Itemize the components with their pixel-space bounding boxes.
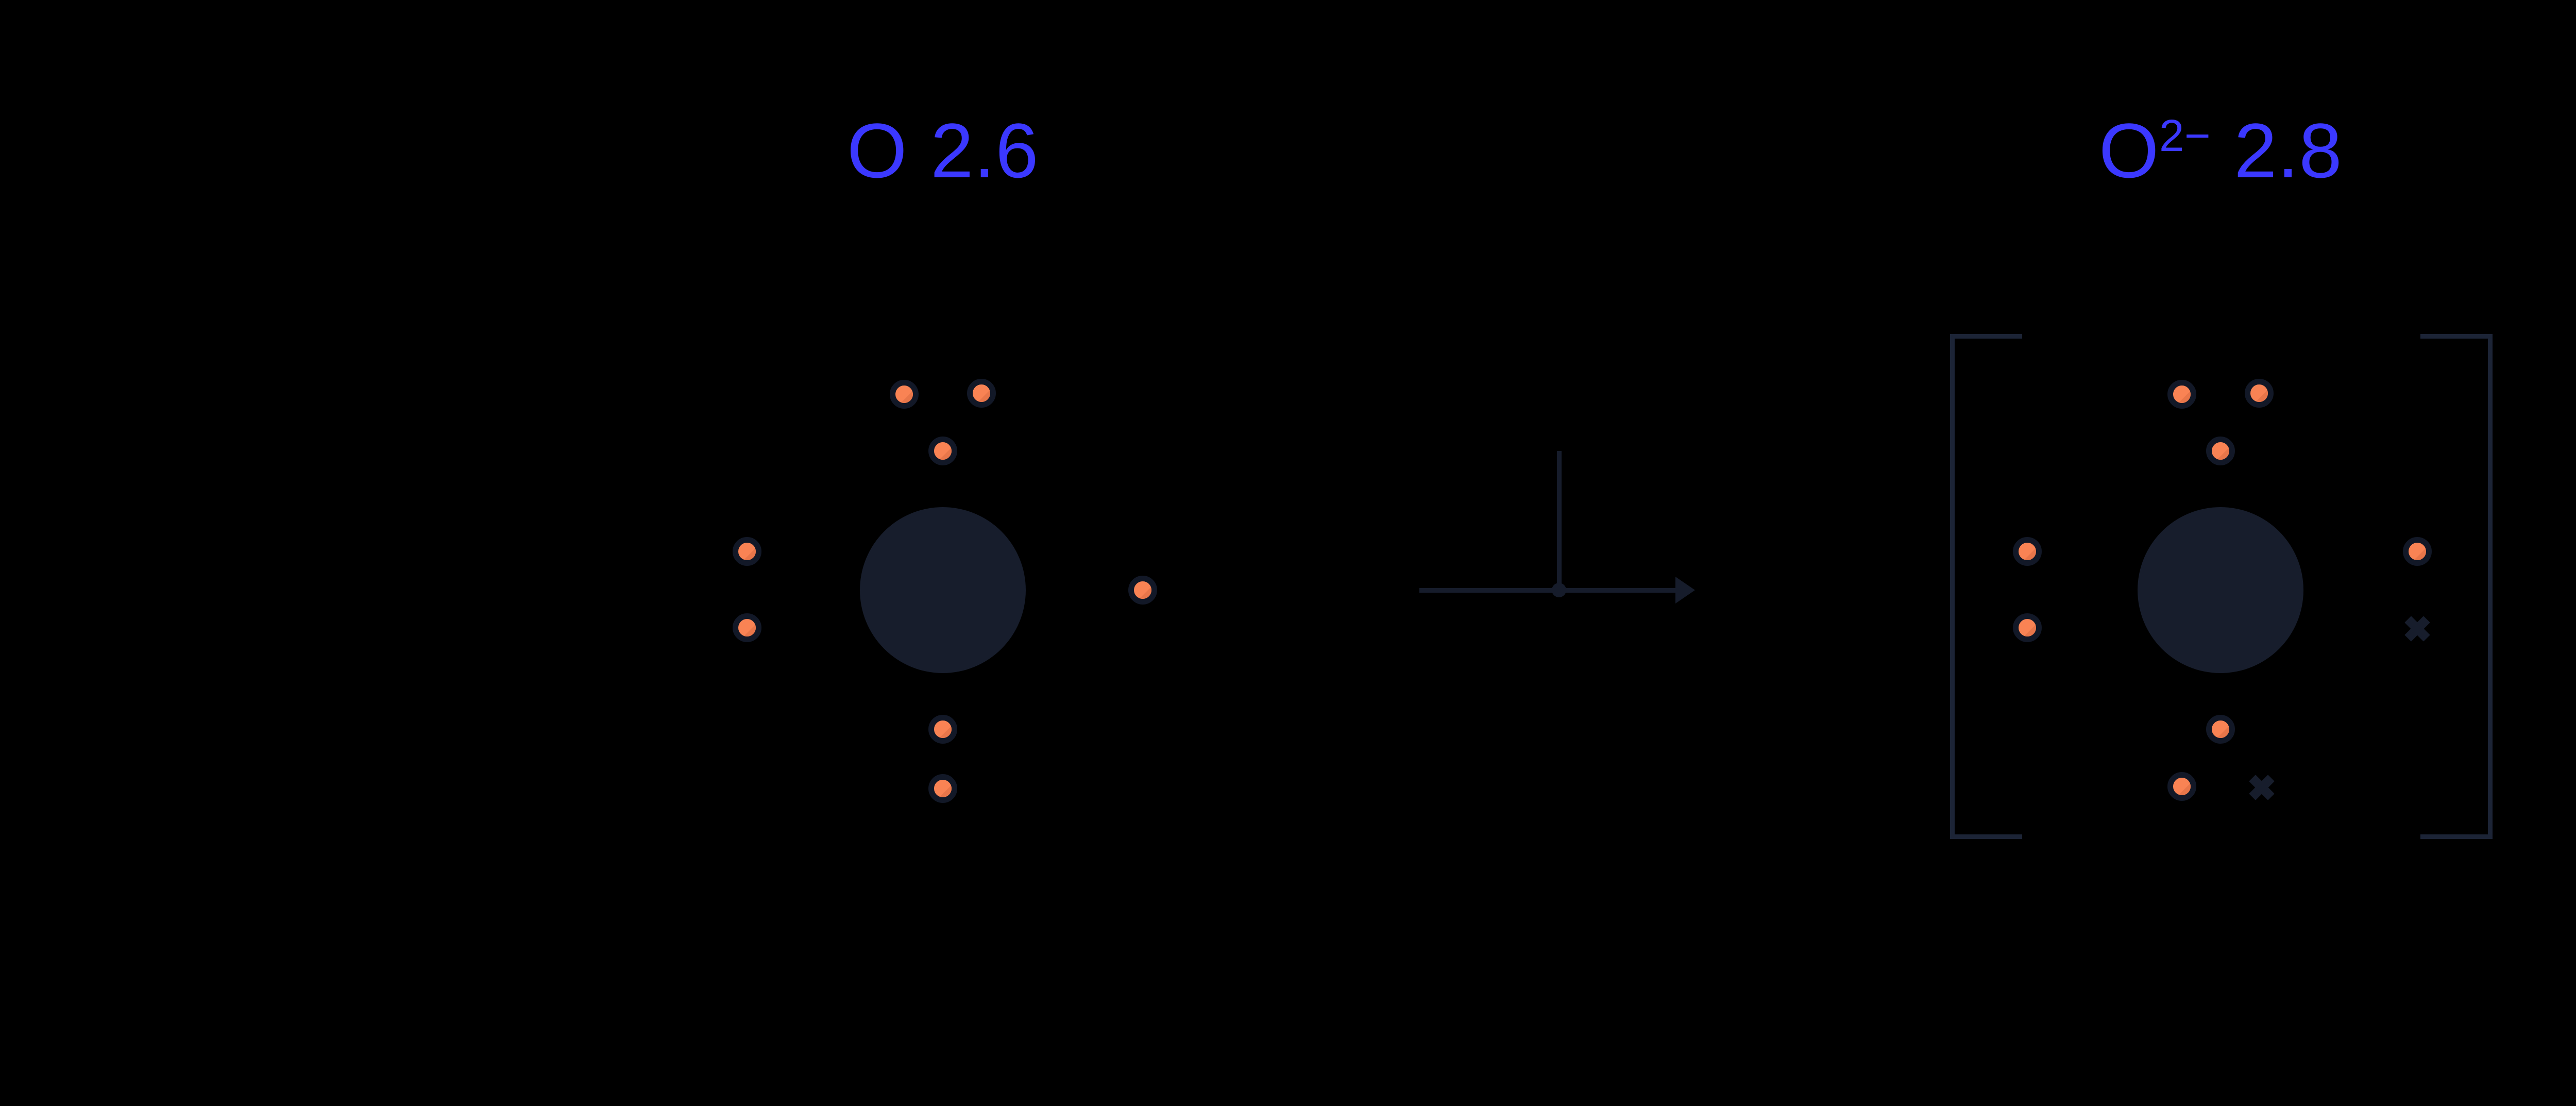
right-ion-electron-top-center [2206, 437, 2235, 465]
right-ion-cross-right-stroke-2 [2404, 616, 2430, 642]
right-ion-cross-bottom-stroke-2 [2249, 775, 2275, 800]
right-species-electron-configuration: 2.8 [2234, 107, 2343, 194]
right-ion-cross-right [2404, 615, 2431, 642]
right-ion-bracket-left [1950, 334, 2022, 839]
right-ion-electron-right [2403, 537, 2432, 566]
arrow-electron-node [1552, 583, 1566, 597]
left-species-element-symbol: O [846, 107, 908, 194]
right-species-element-symbol: O [2098, 107, 2159, 194]
left-atom-electron-left-lower [733, 613, 761, 642]
left-species-electron-configuration: 2.6 [930, 107, 1039, 194]
right-ion-electron-bottom-lower [2167, 772, 2196, 801]
arrow-vertical-stem [1556, 451, 1562, 590]
right-ion-electron-left-upper [2013, 537, 2042, 566]
left-atom-electron-left-upper [733, 537, 761, 566]
right-ion-cross-bottom-stroke-1 [2249, 775, 2275, 800]
right-species-label: O2−2.8 [2099, 112, 2342, 189]
right-ion-nucleus [2138, 507, 2303, 673]
left-atom-electron-bottom-lower [928, 774, 957, 803]
left-atom-electron-top-right [967, 379, 996, 408]
right-species-charge-superscript: 2− [2159, 111, 2211, 161]
left-atom-electron-top-left [890, 380, 919, 409]
left-atom-nucleus [860, 507, 1026, 673]
arrow-head-icon [1675, 577, 1695, 604]
right-ion-electron-top-right [2245, 379, 2274, 408]
arrow-shaft [1419, 588, 1675, 593]
left-atom-electron-bottom-upper [928, 715, 957, 744]
right-ion-cross-right-stroke-1 [2404, 616, 2430, 642]
left-atom-electron-top-center [928, 437, 957, 465]
right-ion-cross-bottom [2248, 774, 2275, 801]
right-ion-electron-bottom-upper [2206, 715, 2235, 744]
right-ion-electron-left-lower [2013, 613, 2042, 642]
right-ion-electron-top-left [2167, 380, 2196, 409]
left-atom-electron-right [1128, 576, 1157, 605]
right-ion-bracket-right [2420, 334, 2493, 839]
